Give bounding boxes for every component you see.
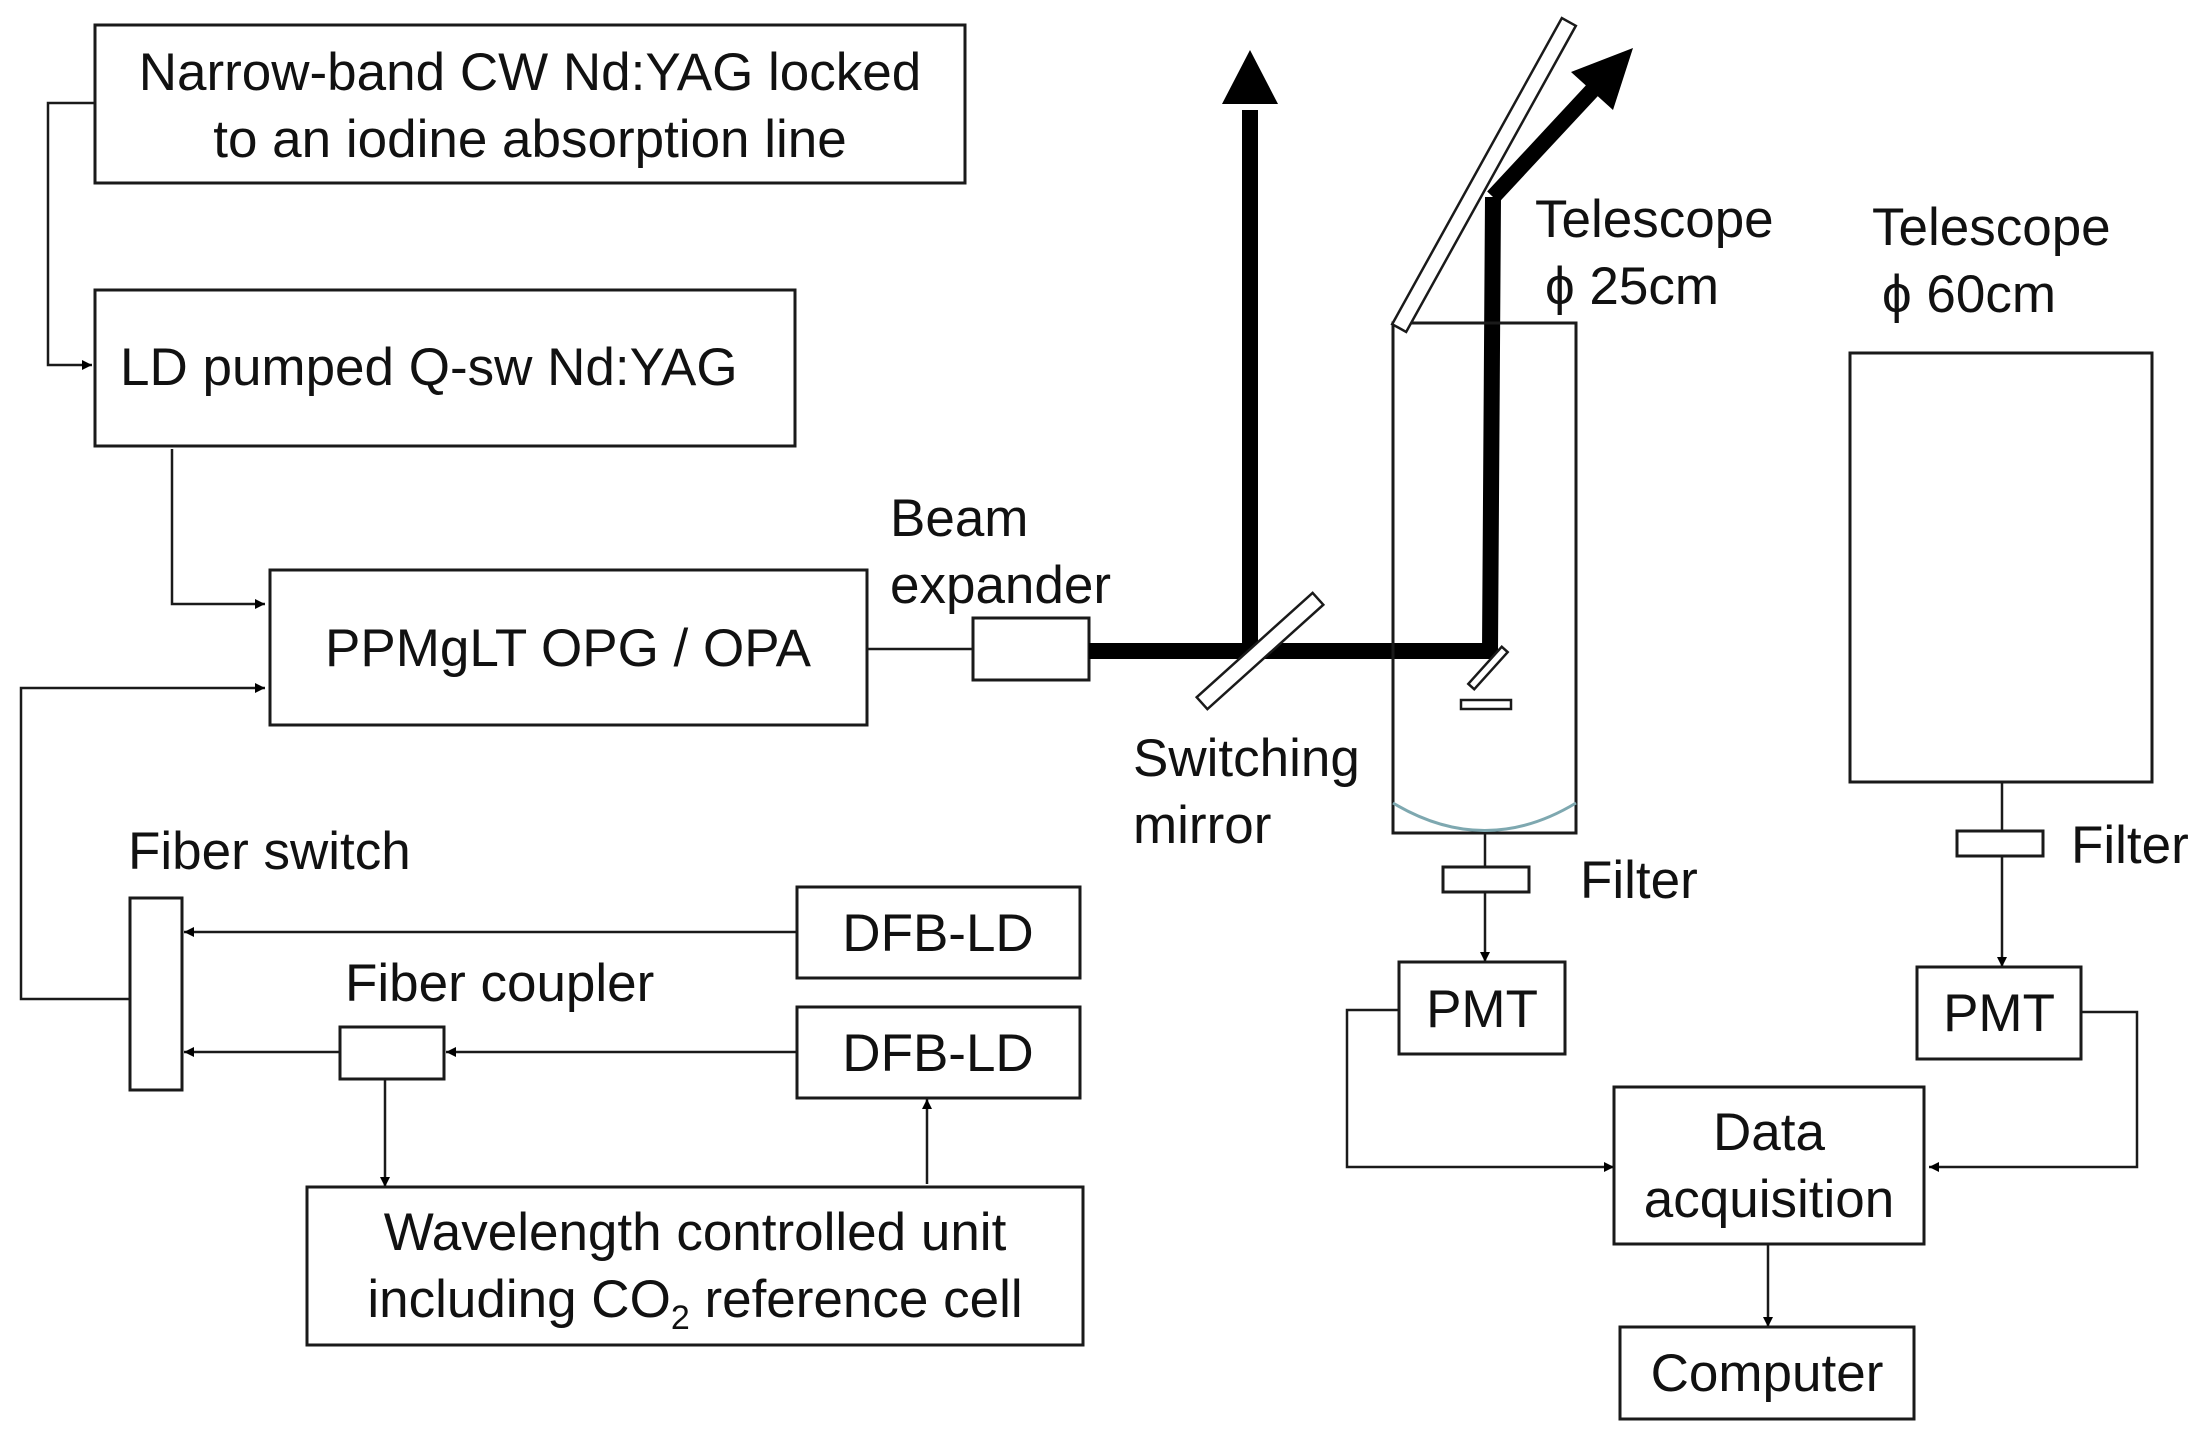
seed-laser-box: Narrow-band CW Nd:YAG locked to an iodin… (93, 23, 967, 185)
pump-laser-box: LD pumped Q-sw Nd:YAG (93, 288, 797, 448)
opg-opa-box: PPMgLT OPG / OPA (268, 568, 869, 727)
switching-mirror-plate (1194, 591, 1326, 711)
telescope-large-label-1: Telescope (1872, 198, 2111, 257)
connector-seed-to-pump (46, 101, 95, 370)
filter-left-label: Filter (1580, 851, 1698, 910)
data-acquisition-line-2: acquisition (1644, 1170, 1894, 1229)
secondary-mirror-small (1466, 644, 1510, 692)
seed-laser-line-2: to an iodine absorption line (213, 110, 847, 169)
switching-mirror-label-1: Switching (1133, 729, 1360, 788)
filter-left: Filter (1441, 851, 1698, 910)
wavelength-unit-box: Wavelength controlled unit including CO2… (305, 1185, 1085, 1347)
data-acquisition-box: Data acquisition (1612, 1085, 1926, 1246)
laser-beam-path (1089, 48, 1633, 659)
data-acquisition-line-1: Data (1713, 1103, 1825, 1162)
telescope-large: Telescope ϕ 60cm (1848, 198, 2154, 784)
connector-pmt-right-to-daq (1929, 1010, 2139, 1172)
beam-horizontal-and-up (1089, 196, 1501, 659)
telescope-large-label-2: ϕ 60cm (1882, 265, 2056, 324)
beam-diagonal-out (1487, 76, 1606, 203)
filter-right-label: Filter (2071, 816, 2189, 875)
seed-laser-line-1: Narrow-band CW Nd:YAG locked (139, 43, 922, 102)
switching-mirror: Switching mirror (1133, 591, 1360, 855)
fiber-coupler: Fiber coupler (338, 954, 654, 1081)
connector-lines (19, 101, 2139, 1327)
co2-subscript: 2 (671, 1299, 690, 1337)
telescope-small: Telescope ϕ 25cm (1390, 16, 1774, 835)
connector-pmt-left-to-daq (1345, 1008, 1614, 1172)
opg-opa-label: PPMgLT OPG / OPA (325, 619, 812, 678)
secondary-mirror-holder (1459, 698, 1513, 711)
fiber-switch: Fiber switch (128, 822, 411, 1092)
beam-expander-label-2: expander (890, 556, 1111, 615)
wavelength-unit-line-1: Wavelength controlled unit (384, 1203, 1007, 1262)
beam-expander-label-1: Beam (890, 489, 1028, 548)
pmt-right-label: PMT (1943, 984, 2055, 1043)
fiber-switch-label: Fiber switch (128, 822, 411, 881)
connector-fiberswitch-to-opg (19, 683, 265, 1001)
fiber-coupler-label: Fiber coupler (345, 954, 654, 1013)
pump-laser-label: LD pumped Q-sw Nd:YAG (120, 338, 738, 397)
telescope-small-label-2: ϕ 25cm (1545, 257, 1719, 316)
switching-mirror-label-2: mirror (1133, 796, 1271, 855)
computer-box: Computer (1618, 1325, 1916, 1421)
filter-right: Filter (1955, 816, 2189, 875)
pmt-right-box: PMT (1915, 965, 2083, 1061)
telescope-small-label-1: Telescope (1535, 190, 1774, 249)
computer-label: Computer (1651, 1344, 1884, 1403)
dfb-ld-box-2: DFB-LD (795, 1005, 1082, 1100)
dfb-ld-box-1: DFB-LD (795, 885, 1082, 980)
beam-arrow-diagonal (1571, 48, 1633, 110)
connector-pump-to-opg (170, 449, 265, 609)
dfb-ld-2-label: DFB-LD (842, 1024, 1033, 1083)
dfb-ld-1-label: DFB-LD (842, 904, 1033, 963)
wavelength-unit-line-2: including CO2 reference cell (367, 1270, 1022, 1337)
pmt-left-box: PMT (1397, 960, 1567, 1056)
beam-expander: Beam expander (890, 489, 1111, 682)
beam-arrow-up (1222, 50, 1278, 104)
telescope-window (1390, 16, 1578, 334)
pmt-left-label: PMT (1426, 980, 1538, 1039)
primary-mirror-curve (1392, 801, 1577, 832)
